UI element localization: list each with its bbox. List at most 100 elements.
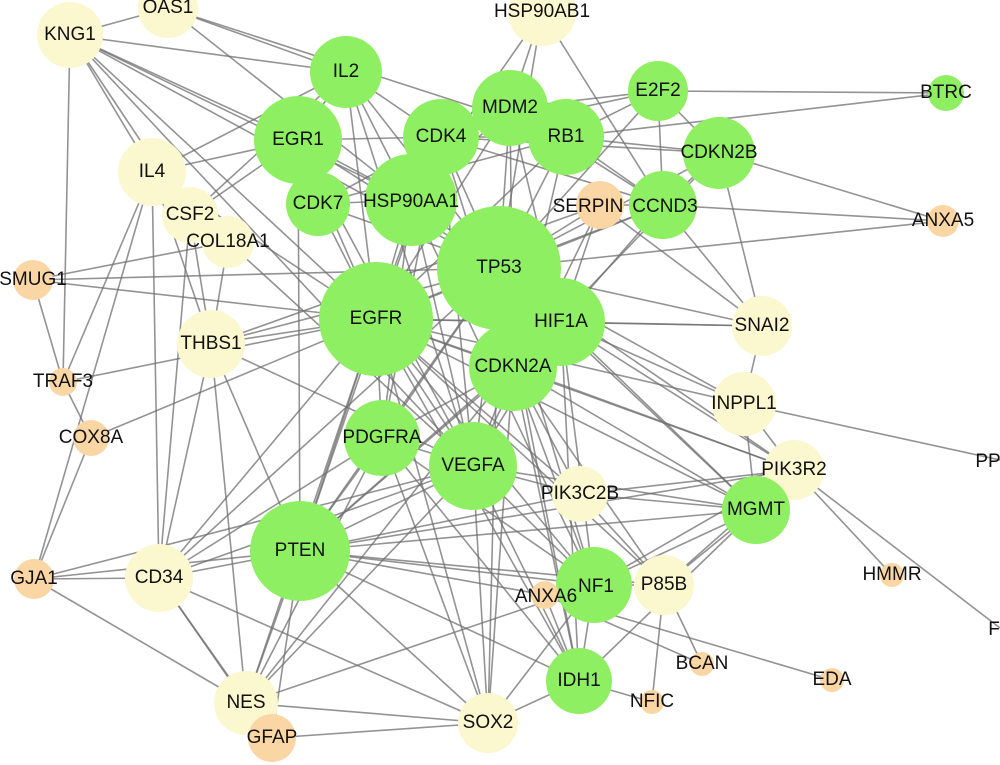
node-circle-p85b[interactable]	[634, 555, 694, 615]
edge-snai2-serpine1	[599, 204, 763, 327]
node-circle-cdkn2a[interactable]	[469, 323, 557, 411]
node-mgmt[interactable]: MGMT	[722, 476, 790, 544]
node-pdgfra[interactable]: PDGFRA	[342, 400, 422, 476]
node-circle-eda[interactable]	[820, 668, 844, 692]
node-bcan[interactable]: BCAN	[676, 652, 729, 676]
node-idh1[interactable]: IDH1	[546, 648, 612, 714]
node-ccnd3[interactable]: CCND3	[629, 171, 698, 239]
node-label: SERPIN	[553, 196, 624, 217]
node-circle-rb1[interactable]	[528, 99, 604, 175]
node-circle-btrc[interactable]	[928, 75, 964, 111]
node-circle-nfic[interactable]	[640, 690, 664, 714]
node-rb1[interactable]: RB1	[528, 99, 604, 175]
edge-kng1-vegfa	[69, 34, 474, 467]
node-oas1[interactable]: OAS1	[138, 0, 198, 38]
node-traf3[interactable]: TRAF3	[33, 368, 93, 396]
node-gfap[interactable]: GFAP	[247, 714, 298, 762]
node-circle-pik3c2b[interactable]	[552, 466, 608, 522]
node-circle-pdgfra[interactable]	[344, 400, 420, 476]
node-label: VEGFA	[441, 455, 505, 476]
node-e2f2[interactable]: E2F2	[628, 61, 688, 121]
node-pten[interactable]: PTEN	[250, 501, 350, 601]
node-il2[interactable]: IL2	[310, 36, 382, 108]
node-snai2[interactable]: SNAI2	[732, 296, 792, 356]
node-cdkn2b[interactable]: CDKN2B	[680, 117, 758, 189]
node-nf1[interactable]: NF1	[556, 547, 632, 623]
node-circle-il4[interactable]	[118, 138, 186, 206]
node-circle-anxa6[interactable]	[531, 581, 559, 609]
node-cdkn2a[interactable]: CDKN2A	[469, 323, 557, 411]
node-hsp90aa1[interactable]: HSP90AA1	[363, 154, 459, 246]
node-circle-col18a1[interactable]	[202, 216, 254, 268]
node-kng1[interactable]: KNG1	[37, 2, 103, 68]
node-label: CSF2	[166, 204, 215, 225]
node-pp_edge[interactable]: PP	[975, 451, 1000, 472]
node-eda[interactable]: EDA	[812, 668, 852, 692]
node-cd34[interactable]: CD34	[125, 544, 193, 612]
node-label: IL4	[139, 161, 166, 182]
node-circle-pten[interactable]	[250, 501, 350, 601]
node-circle-il2[interactable]	[310, 36, 382, 108]
node-mdm2[interactable]: MDM2	[472, 70, 548, 146]
node-nfic[interactable]: NFIC	[630, 690, 674, 714]
node-circle-serpine1[interactable]	[576, 181, 624, 229]
node-circle-bcan[interactable]	[690, 652, 714, 676]
node-circle-inppl1[interactable]	[712, 372, 776, 436]
node-vegfa[interactable]: VEGFA	[429, 422, 517, 510]
edge-egfr-sox2	[375, 318, 489, 724]
node-col18a1[interactable]: COL18A1	[186, 216, 270, 268]
edge-thbs1-vegfa	[210, 343, 474, 467]
node-circle-hmmr[interactable]	[880, 563, 904, 587]
node-inppl1[interactable]: INPPL1	[711, 372, 777, 436]
node-circle-ccnd3[interactable]	[629, 171, 697, 239]
node-circle-gja1[interactable]	[14, 559, 54, 599]
node-hmmr[interactable]: HMMR	[862, 563, 922, 587]
node-circle-nf1[interactable]	[556, 547, 632, 623]
node-circle-egr1[interactable]	[254, 96, 342, 184]
edge-hsp90ab1-ccnd3	[541, 11, 664, 206]
node-anxa5[interactable]: ANXA5	[912, 205, 974, 237]
node-il4[interactable]: IL4	[118, 138, 186, 206]
node-circle-sox2[interactable]	[458, 693, 518, 753]
node-circle-csf2[interactable]	[162, 187, 218, 243]
node-circle-snai2[interactable]	[732, 296, 792, 356]
node-circle-smug1[interactable]	[13, 260, 53, 300]
node-circle-mgmt[interactable]	[722, 476, 790, 544]
node-sox2[interactable]: SOX2	[458, 693, 518, 753]
node-circle-cdkn2b[interactable]	[683, 117, 755, 189]
node-label: TP53	[476, 257, 521, 278]
node-circle-oas1[interactable]	[138, 0, 198, 38]
node-gja1[interactable]: GJA1	[10, 559, 58, 599]
node-circle-cox8a[interactable]	[73, 420, 109, 456]
node-circle-gfap[interactable]	[248, 714, 296, 762]
node-csf2[interactable]: CSF2	[162, 187, 218, 243]
node-serpine1[interactable]: SERPIN	[553, 181, 624, 229]
node-hsp90ab1[interactable]: HSP90AB1	[494, 0, 590, 46]
node-circle-traf3[interactable]	[49, 368, 77, 396]
node-thbs1[interactable]: THBS1	[177, 310, 245, 378]
node-f_edge[interactable]: F	[988, 619, 1000, 640]
node-circle-hsp90aa1[interactable]	[365, 154, 457, 246]
node-circle-thbs1[interactable]	[177, 310, 245, 378]
node-circle-hsp90ab1[interactable]	[508, 0, 576, 46]
node-anxa6[interactable]: ANXA6	[515, 581, 577, 609]
node-circle-mdm2[interactable]	[472, 70, 548, 146]
node-circle-egfr[interactable]	[319, 262, 433, 376]
node-btrc[interactable]: BTRC	[920, 75, 972, 111]
node-circle-idh1[interactable]	[546, 648, 612, 714]
node-label: CDKN2B	[680, 142, 757, 163]
node-circle-cd34[interactable]	[125, 544, 193, 612]
node-p85b[interactable]: P85B	[634, 555, 694, 615]
node-circle-cdk7[interactable]	[286, 172, 350, 236]
node-cdk7[interactable]: CDK7	[286, 172, 350, 236]
node-circle-anxa5[interactable]	[927, 205, 959, 237]
node-egfr[interactable]: EGFR	[319, 262, 433, 376]
node-smug1[interactable]: SMUG1	[0, 260, 67, 300]
node-circle-kng1[interactable]	[37, 2, 103, 68]
node-pik3c2b[interactable]: PIK3C2B	[541, 466, 619, 522]
node-egr1[interactable]: EGR1	[254, 96, 342, 184]
node-cox8a[interactable]: COX8A	[59, 420, 124, 456]
node-circle-vegfa[interactable]	[429, 422, 517, 510]
node-circle-e2f2[interactable]	[628, 61, 688, 121]
